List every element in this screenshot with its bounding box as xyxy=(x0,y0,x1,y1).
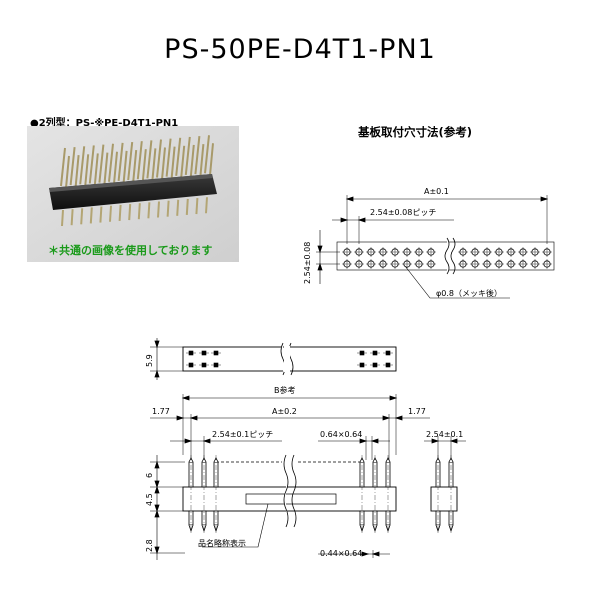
photo-pin-upper xyxy=(209,143,214,176)
pcb-hole-label: φ0.8（メッキ後） xyxy=(436,288,502,298)
photo-pin-lower xyxy=(176,199,180,216)
photo-pin-upper xyxy=(88,145,95,184)
pcb-outline xyxy=(336,241,555,271)
photo-pin-upper xyxy=(84,154,90,187)
photo-pin-upper xyxy=(180,145,186,178)
photo-pin-upper xyxy=(156,139,162,178)
photo-pin-upper xyxy=(60,147,66,187)
body-height-label: 4.5 xyxy=(145,493,154,506)
pcb-row-pitch-label: 2.54±0.08 xyxy=(303,242,312,284)
photo-pin-lower xyxy=(157,201,160,218)
post-size-label: 0.64×0.64 xyxy=(320,430,362,439)
model-subtitle: ●2列型：PS-※PE-D4T1-PN1 xyxy=(30,118,179,129)
photo-pin-lower xyxy=(205,197,208,214)
b-reference-label: B参考 xyxy=(274,385,296,395)
pcb-hole-pattern xyxy=(316,195,555,299)
end-view xyxy=(424,436,466,533)
side-view xyxy=(150,394,430,560)
photo-pin-upper xyxy=(175,137,182,176)
photo-pin-upper xyxy=(170,146,176,179)
photo-pin-upper xyxy=(108,143,114,182)
photo-pin-lower xyxy=(195,198,199,215)
photo-pin-upper xyxy=(79,146,86,185)
photo-pin-upper xyxy=(132,149,138,183)
photo-pin-lower xyxy=(137,203,141,220)
photo-pin-upper xyxy=(93,153,99,186)
photo-pin-lower xyxy=(61,209,64,227)
label-note: 品名略称表示 xyxy=(198,538,246,548)
photo-pin-lower xyxy=(128,203,132,221)
photo-pin-upper xyxy=(199,144,205,177)
photo-pin-upper xyxy=(204,135,210,174)
top-view xyxy=(150,338,397,380)
photo-pin-upper xyxy=(189,144,195,178)
pcb-hole-section-title: 基板取付穴寸法(参考) xyxy=(358,125,473,139)
photo-pin-lower xyxy=(118,204,122,221)
photo-pin-upper xyxy=(113,151,118,184)
lower-height-label: 2.8 xyxy=(145,539,154,552)
photo-pin-upper xyxy=(146,140,153,179)
photo-pin-lower xyxy=(70,209,74,226)
photo-pin-upper xyxy=(117,142,124,182)
left-offset-label: 1.77 xyxy=(152,407,170,416)
tail-size-label: 0.44×0.64 xyxy=(320,549,362,558)
photo-pin-upper xyxy=(161,147,166,180)
pcb-pitch-label: 2.54±0.08ピッチ xyxy=(370,208,436,217)
photo-pin-upper xyxy=(69,147,76,186)
photo-pin-lower xyxy=(147,202,151,219)
page-title: PS-50PE-D4T1-PN1 xyxy=(164,34,436,65)
end-row-pitch-label: 2.54±0.1 xyxy=(426,430,463,439)
photo-pin-upper xyxy=(103,152,109,185)
photo-pin-upper xyxy=(65,155,70,189)
photo-pin-lower xyxy=(89,207,93,224)
photo-pin-lower xyxy=(166,200,170,217)
photo-pin-upper xyxy=(184,136,191,176)
product-photo xyxy=(27,126,239,262)
connector-photo-illustration xyxy=(27,126,239,262)
upper-height-label: 6 xyxy=(145,473,154,478)
photo-pin-upper xyxy=(141,149,147,182)
photo-pin-lower xyxy=(99,206,103,223)
photo-pin-upper xyxy=(98,144,105,183)
photo-pin-upper xyxy=(136,141,143,180)
photo-pin-upper xyxy=(127,141,134,181)
photo-pin-upper xyxy=(165,138,172,177)
pcb-a-dimension-label: A±0.1 xyxy=(424,187,449,196)
photo-pin-upper xyxy=(122,150,128,183)
photo-pin-lower xyxy=(185,198,189,216)
photo-pin-upper xyxy=(74,155,80,188)
photo-caption: ＊共通の画像を使用しております xyxy=(48,244,213,257)
top-view-width-label: 5.9 xyxy=(145,354,154,367)
pcb-break-mark-2 xyxy=(450,237,456,275)
side-pitch-label: 2.54±0.1ピッチ xyxy=(212,430,273,439)
pcb-break-mark xyxy=(444,237,450,275)
photo-pin-upper xyxy=(194,135,201,175)
side-a-dimension-label: A±0.2 xyxy=(272,407,297,416)
photo-pin-lower xyxy=(80,208,84,225)
right-offset-label: 1.77 xyxy=(408,407,426,416)
photo-pin-lower xyxy=(109,205,112,222)
photo-pin-upper xyxy=(151,148,157,181)
